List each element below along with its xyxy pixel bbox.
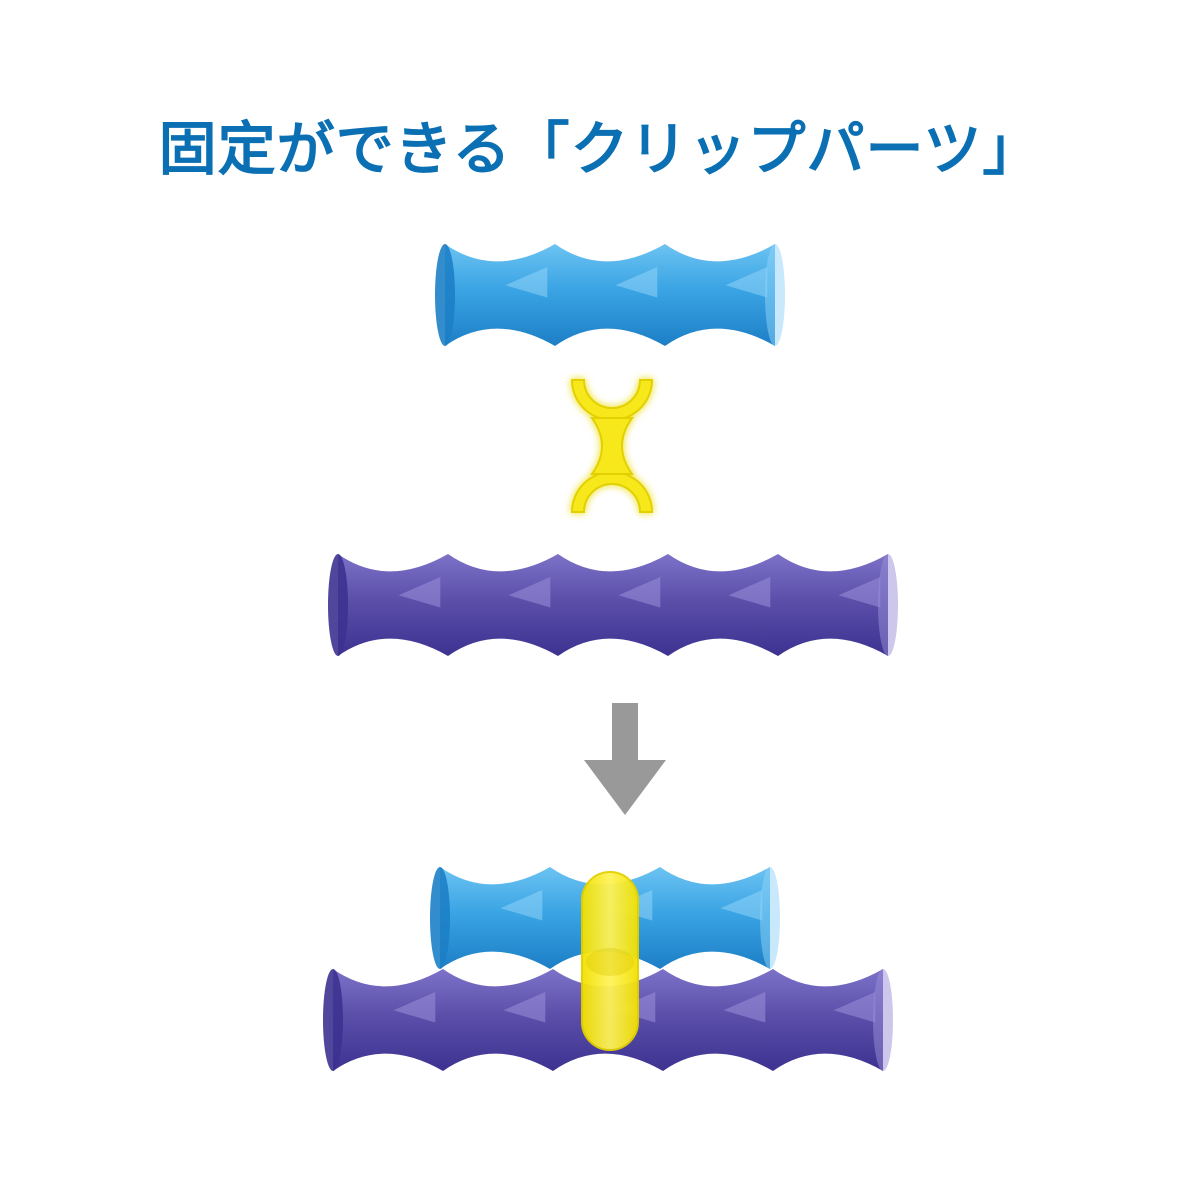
purple-segmented-rod-icon bbox=[328, 554, 898, 656]
page-title: 固定ができる「クリップパーツ」 bbox=[158, 115, 1042, 183]
down-arrow-icon bbox=[584, 703, 666, 815]
yellow-clip-part-icon bbox=[570, 379, 654, 513]
blue-segmented-rod-icon bbox=[435, 244, 785, 346]
assembled-clip-icon bbox=[581, 871, 639, 1051]
